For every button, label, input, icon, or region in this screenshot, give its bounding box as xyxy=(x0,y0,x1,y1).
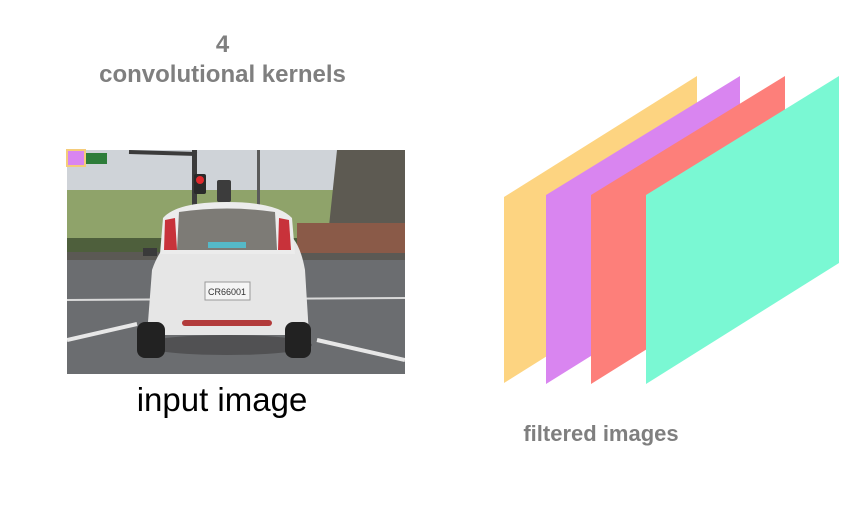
left-tail-light xyxy=(164,218,177,250)
rear-reflector xyxy=(182,320,272,326)
logo-mark xyxy=(208,242,246,248)
license-plate-text: CR66001 xyxy=(208,287,246,297)
input-image: CR66001 xyxy=(67,150,405,374)
filtered-images-label: filtered images xyxy=(523,421,679,446)
signal-arm xyxy=(128,150,198,156)
kernels-title: 4 convolutional kernels xyxy=(60,30,385,90)
side-mirror xyxy=(143,248,157,256)
roof-sensor xyxy=(217,180,231,202)
road-marking xyxy=(67,322,138,342)
kernel-count: 4 xyxy=(215,31,230,58)
light-pole xyxy=(257,150,260,230)
kernel-square xyxy=(66,149,86,167)
street-sign xyxy=(85,153,107,164)
trees xyxy=(327,150,405,245)
license-plate xyxy=(204,281,251,301)
right-tail-light xyxy=(278,218,291,250)
left-wheel xyxy=(137,322,165,358)
input-image-label: input image xyxy=(136,381,308,418)
right-wheel xyxy=(285,322,311,358)
filtered-image-layer-4 xyxy=(646,76,839,384)
road-marking xyxy=(316,338,405,362)
red-light xyxy=(196,176,204,184)
fence xyxy=(297,223,405,253)
rear-window xyxy=(177,208,277,250)
input-photo-drawing: CR66001 xyxy=(67,150,405,374)
car-shadow xyxy=(142,335,312,355)
kernel-label: convolutional kernels xyxy=(99,61,346,88)
signal-pole xyxy=(192,150,197,245)
